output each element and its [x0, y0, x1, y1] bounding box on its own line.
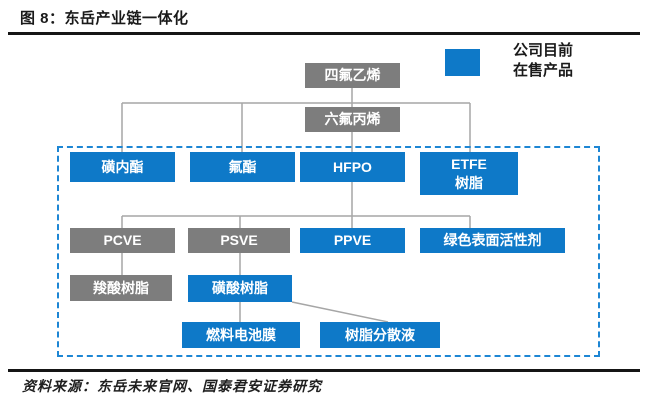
node-resin-dispersion: 树脂分散液: [320, 322, 440, 348]
node-hfp: 六氟丙烯: [305, 107, 400, 132]
node-psve: PSVE: [188, 228, 290, 253]
source-note: 资料来源：东岳未来官网、国泰君安证券研究: [22, 380, 322, 395]
node-sulfonic-resin: 磺酸树脂: [188, 275, 292, 302]
node-fluoro-ester: 氟酯: [190, 152, 295, 182]
node-green-surfactant: 绿色表面活性剂: [420, 228, 565, 253]
node-fuel-cell-membrane: 燃料电池膜: [182, 322, 300, 348]
node-etfe-resin: ETFE 树脂: [420, 152, 518, 195]
figure-title: 图 8：东岳产业链一体化: [20, 10, 189, 27]
node-tfe: 四氟乙烯: [305, 63, 400, 88]
title-divider: [8, 32, 640, 35]
node-pcve: PCVE: [70, 228, 175, 253]
node-sultone: 磺内酯: [70, 152, 175, 182]
node-carboxylic-resin: 羧酸树脂: [70, 275, 172, 301]
footer-divider: [8, 369, 640, 372]
node-hfpo: HFPO: [300, 152, 405, 182]
legend-label: 公司目前 在售产品: [513, 42, 574, 79]
on-sale-products-boundary: [57, 146, 600, 357]
legend-on-sale-swatch: [445, 49, 480, 76]
node-ppve: PPVE: [300, 228, 405, 253]
